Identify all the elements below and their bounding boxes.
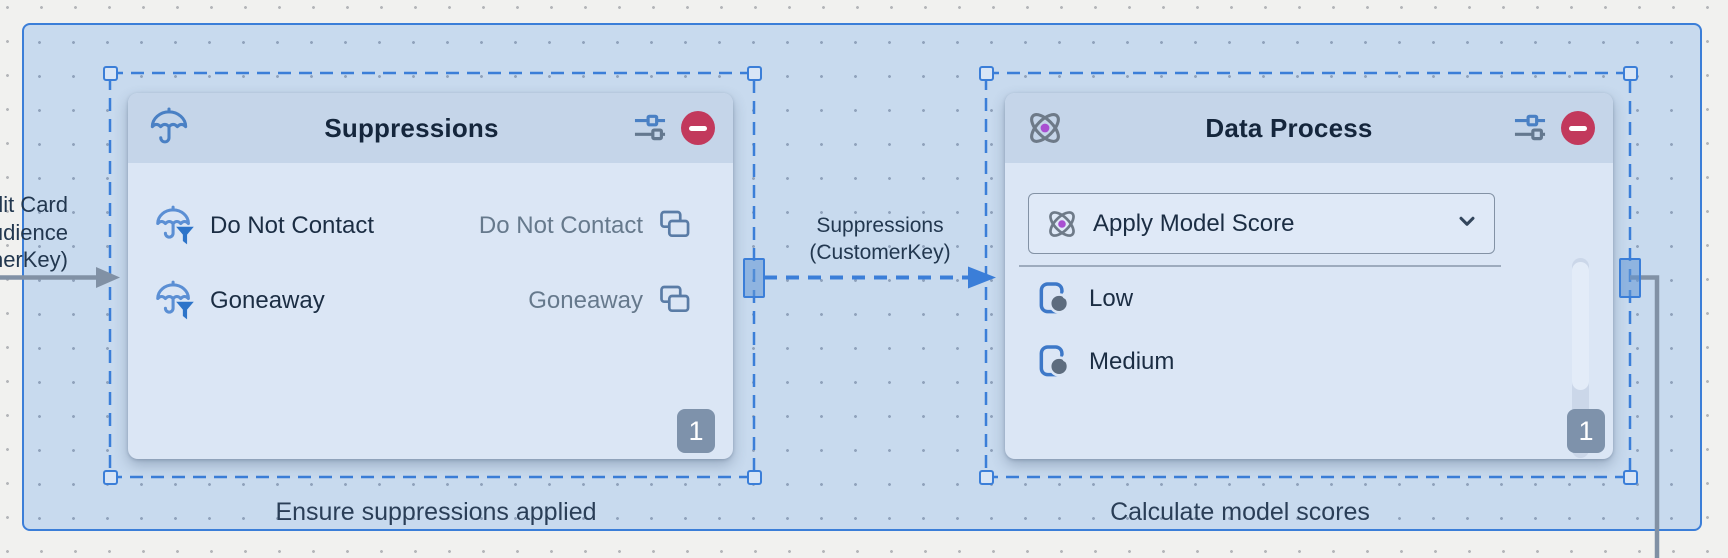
model-atom-icon — [1023, 106, 1067, 150]
suppression-source-value: Goneaway — [528, 287, 643, 314]
remove-node-button[interactable] — [1561, 111, 1595, 145]
suppression-row[interactable]: Goneaway Goneaway — [152, 276, 693, 326]
resize-handle-bottom-right[interactable] — [746, 469, 762, 485]
upstream-node-label: dit Card udience nerKey) — [0, 191, 70, 277]
suppression-row[interactable]: Do Not Contact Do Not Contact — [152, 201, 693, 251]
resize-handle-bottom-left[interactable] — [978, 469, 994, 485]
suppression-name: Do Not Contact — [210, 212, 375, 239]
layers-icon[interactable] — [657, 206, 693, 247]
suppressions-node-caption: Ensure suppressions applied — [275, 498, 597, 526]
edge-label-line1: Suppressions — [816, 214, 944, 237]
resize-handle-bottom-right[interactable] — [1622, 469, 1638, 485]
data-process-node-card[interactable]: Data Process Apply — [1005, 93, 1613, 459]
segment-icon — [1035, 280, 1073, 318]
umbrella-icon — [146, 105, 192, 151]
score-band-row[interactable]: Medium — [1035, 340, 1475, 384]
minus-icon — [1569, 125, 1587, 131]
remove-node-button[interactable] — [681, 111, 715, 145]
node-title: Data Process — [1205, 112, 1373, 143]
scrollbar[interactable] — [1572, 258, 1589, 458]
data-process-output-port[interactable] — [1619, 257, 1641, 298]
suppressions-node-card[interactable]: Suppressions — [128, 93, 733, 459]
suppressions-node-header[interactable]: Suppressions — [128, 93, 733, 163]
chevron-down-icon — [1454, 208, 1480, 239]
settings-sliders-icon[interactable] — [1511, 109, 1549, 147]
divider — [1019, 265, 1501, 267]
score-band-name: Medium — [1089, 348, 1175, 375]
umbrella-filter-icon — [152, 203, 198, 249]
suppression-name: Goneaway — [210, 287, 325, 314]
score-band-name: Low — [1089, 285, 1134, 312]
suppression-source-value: Do Not Contact — [478, 212, 643, 239]
scrollbar-thumb[interactable] — [1572, 262, 1589, 390]
layers-icon[interactable] — [657, 281, 693, 322]
minus-icon — [689, 125, 707, 131]
model-atom-icon — [1043, 205, 1081, 243]
dropdown-selected-value: Apply Model Score — [1093, 209, 1295, 237]
segment-icon — [1035, 343, 1073, 381]
resize-handle-top-left[interactable] — [978, 65, 994, 81]
resize-handle-bottom-left[interactable] — [102, 469, 118, 485]
node-title: Suppressions — [324, 112, 499, 143]
upstream-label-line: dit Card — [0, 192, 68, 217]
data-process-node-header[interactable]: Data Process — [1005, 93, 1613, 163]
resize-handle-top-left[interactable] — [102, 65, 118, 81]
edge-label-line2: (CustomerKey) — [809, 241, 951, 264]
upstream-label-line: nerKey) — [0, 247, 68, 272]
umbrella-filter-icon — [152, 278, 198, 324]
upstream-label-line: udience — [0, 219, 68, 245]
step-number-badge: 1 — [677, 409, 715, 453]
resize-handle-top-right[interactable] — [746, 65, 762, 81]
process-type-dropdown[interactable]: Apply Model Score — [1028, 193, 1495, 254]
score-band-row[interactable]: Low — [1035, 277, 1475, 321]
resize-handle-top-right[interactable] — [1622, 65, 1638, 81]
edge-label: Suppressions (CustomerKey) — [760, 212, 1000, 266]
step-number-badge: 1 — [1567, 409, 1605, 453]
data-process-node-caption: Calculate model scores — [1110, 498, 1370, 526]
settings-sliders-icon[interactable] — [631, 109, 669, 147]
suppressions-output-port[interactable] — [743, 257, 765, 298]
